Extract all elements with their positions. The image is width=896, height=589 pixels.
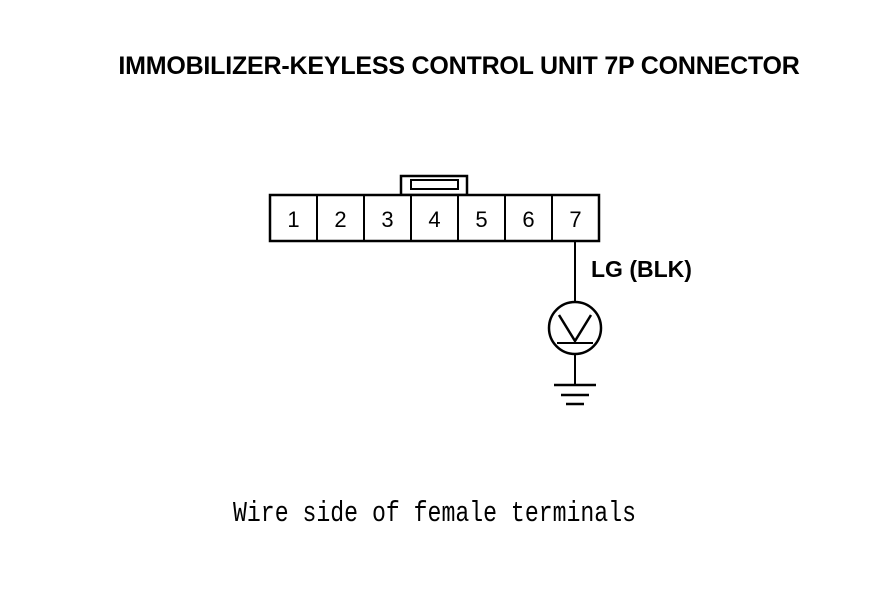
connector-lock-tab [399, 174, 469, 197]
pin-6: 6 [522, 207, 534, 232]
diagram-title: IMMOBILIZER-KEYLESS CONTROL UNIT 7P CONN… [118, 52, 800, 80]
pin-1: 1 [287, 207, 299, 232]
pin-4: 4 [428, 207, 440, 232]
pin-7: 7 [569, 207, 581, 232]
ground-icon [554, 383, 596, 406]
pin-5: 5 [475, 207, 487, 232]
voltmeter-icon [547, 300, 603, 356]
wire-color-label: LG (BLK) [591, 256, 692, 282]
connector-body [268, 193, 601, 243]
pin-dividers [316, 195, 553, 241]
pin-2: 2 [334, 207, 346, 232]
diagram-caption: Wire side of female terminals [233, 497, 636, 530]
pin-3: 3 [381, 207, 393, 232]
pin-numbers: 1 2 3 4 5 6 7 [287, 207, 581, 232]
